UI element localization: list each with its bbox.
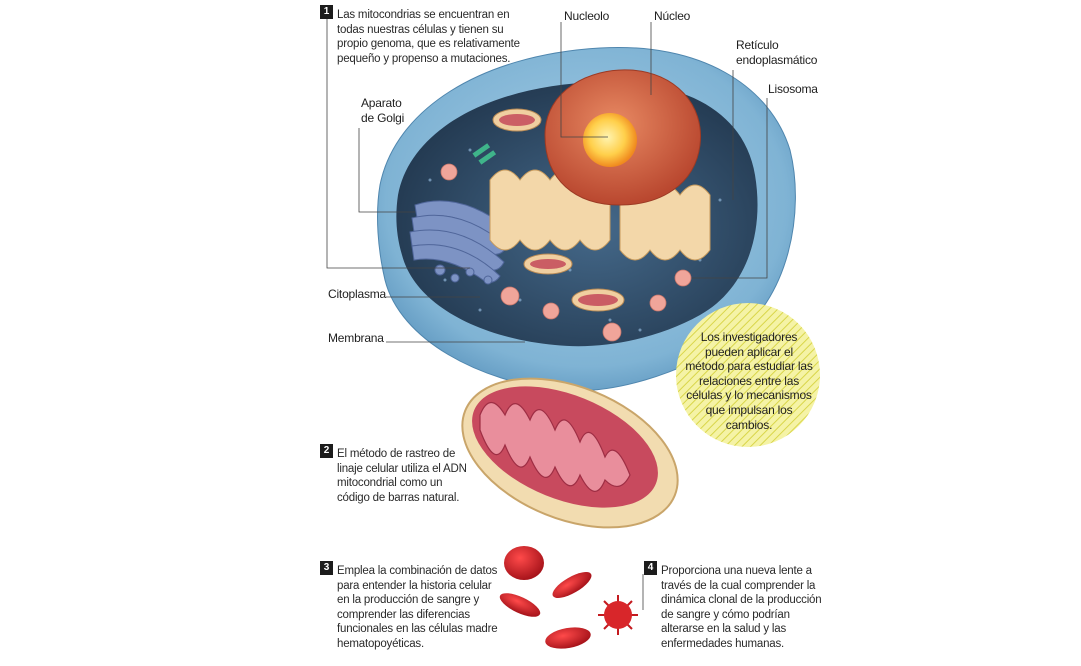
nucleus xyxy=(544,69,702,206)
virus xyxy=(598,595,638,635)
label-golgi: Aparato de Golgi xyxy=(361,96,405,125)
label-membrana: Membrana xyxy=(328,331,384,345)
centrosome xyxy=(472,143,497,165)
step-4-text: Proporciona una nueva lente a través de … xyxy=(661,565,822,650)
step-2-number: 2 xyxy=(320,444,333,458)
label-citoplasma: Citoplasma xyxy=(328,287,387,301)
note-text: Los investigadores pueden aplicar el mét… xyxy=(685,330,813,432)
cell xyxy=(377,46,796,392)
lysosomes xyxy=(440,163,692,342)
step-4-number: 4 xyxy=(644,561,657,575)
step-1-text: Las mitocondrias se encuentran en todas … xyxy=(337,9,520,65)
nucleolus xyxy=(583,113,637,167)
step-3-text: Emplea la combinación de datos para ente… xyxy=(337,565,498,650)
step-2-text: El método de rastreo de linaje celular u… xyxy=(337,448,467,504)
label-nucleolo: Nucleolo xyxy=(564,9,610,23)
step-3-number: 3 xyxy=(320,561,333,575)
label-nucleo: Núcleo xyxy=(654,9,691,23)
leader-lines xyxy=(326,12,768,610)
step-1-number: 1 xyxy=(320,5,333,19)
note-circle xyxy=(676,303,820,447)
golgi-apparatus xyxy=(409,200,511,285)
red-blood-cells xyxy=(499,546,592,649)
mitochondrion-large xyxy=(461,377,679,529)
label-lisosoma: Lisosoma xyxy=(768,82,818,96)
label-reticulo: Retículo endoplasmático xyxy=(736,38,818,67)
